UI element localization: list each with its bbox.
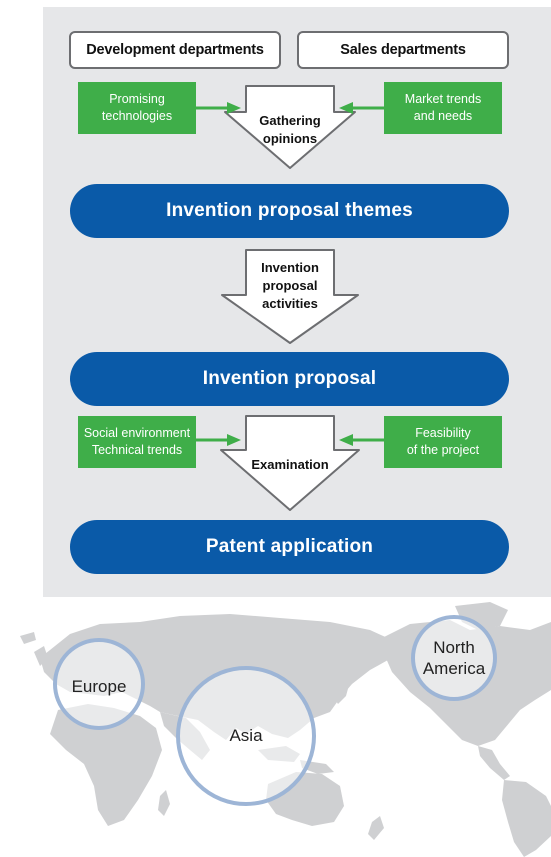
gathering-opinions-arrow: [224, 85, 356, 169]
social-environment-label: Social environment Technical trends: [83, 426, 191, 457]
promising-technologies-label: Promising technologies: [101, 92, 173, 123]
invention-proposal-pill: Invention proposal: [70, 352, 509, 406]
gathering-opinions-label: Gathering opinions: [259, 113, 321, 146]
feasibility-box: Feasibility of the project: [384, 416, 502, 468]
examination-arrow: [220, 415, 360, 511]
asia-circle: [176, 666, 316, 806]
examination-label: Examination: [251, 457, 329, 472]
right-connector-3-head: [339, 434, 353, 446]
europe-circle: [53, 638, 145, 730]
feasibility-label: Feasibility of the project: [406, 426, 480, 457]
invention-activities-arrow: [221, 249, 359, 344]
promising-technologies-box: Promising technologies: [78, 82, 196, 134]
sales-departments-box: Sales departments: [297, 31, 509, 69]
flow-arrows: [196, 85, 384, 511]
market-trends-box: Market trends and needs: [384, 82, 502, 134]
left-connector-3-head: [227, 434, 241, 446]
invention-proposal-activities-label: Invention proposal activities: [261, 260, 319, 311]
north-america-label: North America: [422, 638, 486, 678]
right-connector-1-head: [339, 102, 353, 114]
north-america-circle: [411, 615, 497, 701]
market-trends-label: Market trends and needs: [404, 92, 482, 123]
asia-label: Asia: [229, 726, 263, 745]
world-map: [20, 602, 551, 857]
patent-application-pill: Patent application: [70, 520, 509, 574]
social-environment-box: Social environment Technical trends: [78, 416, 196, 468]
invention-proposal-themes-pill: Invention proposal themes: [70, 184, 509, 238]
development-departments-box: Development departments: [69, 31, 281, 69]
left-connector-1-head: [227, 102, 241, 114]
europe-label: Europe: [71, 677, 127, 696]
